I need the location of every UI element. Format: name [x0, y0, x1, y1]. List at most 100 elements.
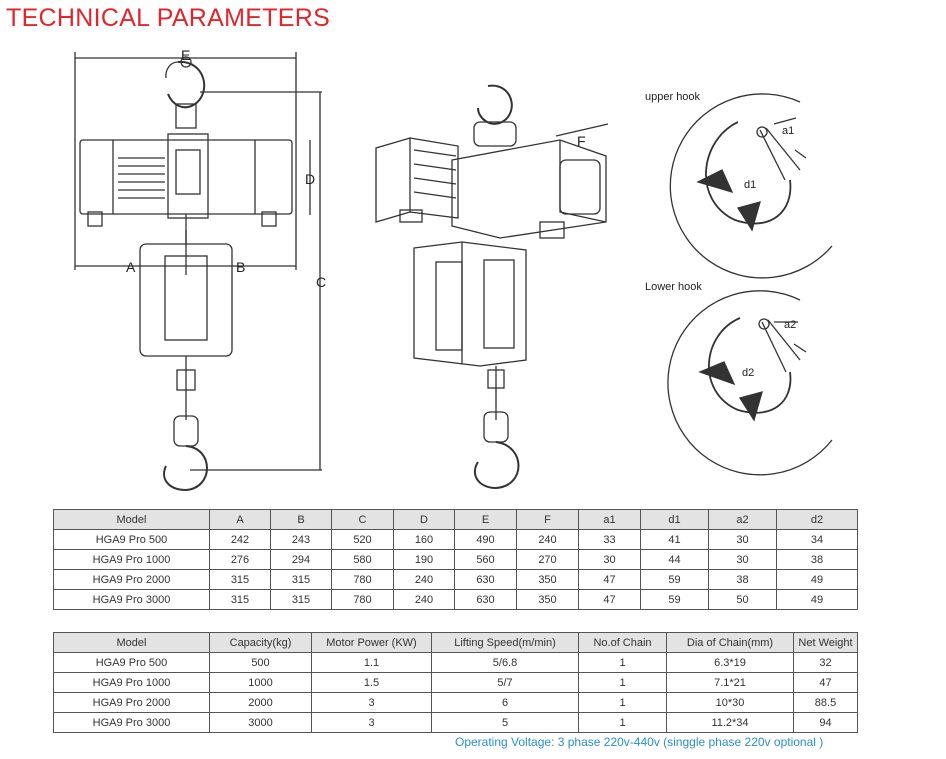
col-header: F [516, 509, 579, 530]
table-row: HGA9 Pro 1000 1000 1.5 5/7 1 7.1*21 47 [53, 672, 858, 693]
table-cell: 1000 [209, 672, 312, 693]
page-title: TECHNICAL PARAMETERS [6, 4, 331, 32]
table-cell: 315 [209, 589, 271, 610]
col-header: a2 [708, 509, 777, 530]
table-cell: HGA9 Pro 2000 [53, 692, 210, 713]
col-header: d2 [776, 509, 858, 530]
table-cell: 350 [516, 569, 579, 590]
col-header: d1 [640, 509, 709, 530]
table-cell: 1 [578, 672, 667, 693]
table-cell: 160 [393, 529, 455, 550]
table-header-row: Model A B C D E F a1 d1 a2 d2 [53, 509, 858, 530]
table-cell: 560 [454, 549, 517, 570]
table-cell: 38 [708, 569, 777, 590]
table-cell: 3 [311, 692, 432, 713]
col-header: E [454, 509, 517, 530]
table-cell: 1.1 [311, 652, 432, 673]
table-cell: 780 [331, 569, 394, 590]
hoist-technical-drawing: E A B C D F upper hook Lower hook a1 d1 … [74, 47, 833, 492]
table-cell: 59 [640, 569, 709, 590]
dim-label-D: D [305, 171, 315, 187]
table-cell: 1 [578, 692, 667, 713]
lower-hook-detail [667, 290, 833, 476]
table-cell: 630 [454, 589, 517, 610]
table-cell: HGA9 Pro 1000 [53, 549, 210, 570]
table-cell: 7.1*21 [666, 672, 794, 693]
table-cell: 6 [431, 692, 579, 713]
table-cell: 315 [270, 569, 332, 590]
col-header: Capacity(kg) [209, 632, 312, 653]
table-cell: 580 [331, 549, 394, 570]
performance-table: Model Capacity(kg) Motor Power (KW) Lift… [53, 632, 858, 733]
col-header: Lifting Speed(m/min) [431, 632, 579, 653]
table-header-row: Model Capacity(kg) Motor Power (KW) Lift… [53, 632, 858, 653]
table-cell: 33 [578, 529, 641, 550]
table-cell: 240 [516, 529, 579, 550]
table-cell: 10*30 [666, 692, 794, 713]
dim-label-d1: d1 [744, 179, 756, 191]
dim-label-a2: a2 [784, 319, 796, 331]
upper-hook-detail [669, 93, 833, 279]
table-cell: 240 [393, 589, 455, 610]
table-cell: 44 [640, 549, 709, 570]
col-header: No.of Chain [578, 632, 667, 653]
table-cell: 30 [708, 549, 777, 570]
table-cell: 1 [578, 712, 667, 733]
table-cell: 5/7 [431, 672, 579, 693]
table-cell: HGA9 Pro 500 [53, 529, 210, 550]
table-cell: 520 [331, 529, 394, 550]
table-cell: 49 [776, 589, 858, 610]
table-cell: 5 [431, 712, 579, 733]
table-cell: 500 [209, 652, 312, 673]
dim-label-A: A [126, 259, 136, 275]
table-cell: 47 [793, 672, 858, 693]
dim-label-a1: a1 [782, 125, 794, 137]
table-cell: 49 [776, 569, 858, 590]
table-cell: 30 [578, 549, 641, 570]
col-header: Model [53, 509, 210, 530]
table-cell: 88.5 [793, 692, 858, 713]
table-row: HGA9 Pro 2000 2000 3 6 1 10*30 88.5 [53, 692, 858, 713]
table-cell: 94 [793, 712, 858, 733]
table-cell: HGA9 Pro 3000 [53, 589, 210, 610]
table-cell: 276 [209, 549, 271, 570]
dim-label-C: C [316, 274, 326, 290]
table-cell: 190 [393, 549, 455, 570]
lower-hook-label: Lower hook [645, 281, 702, 293]
table-cell: HGA9 Pro 3000 [53, 712, 210, 733]
table-cell: 3000 [209, 712, 312, 733]
table-cell: HGA9 Pro 1000 [53, 672, 210, 693]
table-cell: 240 [393, 569, 455, 590]
dim-label-B: B [236, 259, 245, 275]
upper-hook-label: upper hook [645, 91, 701, 103]
table-cell: 294 [270, 549, 332, 570]
perspective-view-hoist [375, 84, 609, 490]
table-cell: 630 [454, 569, 517, 590]
table-cell: 1.5 [311, 672, 432, 693]
table-row: HGA9 Pro 2000 315 315 780 240 630 350 47… [53, 569, 858, 590]
table-cell: 3 [311, 712, 432, 733]
col-header: a1 [578, 509, 641, 530]
table-cell: 59 [640, 589, 709, 610]
col-header: A [209, 509, 271, 530]
table-cell: 5/6.8 [431, 652, 579, 673]
table-cell: 270 [516, 549, 579, 570]
table-cell: HGA9 Pro 500 [53, 652, 210, 673]
table-row: HGA9 Pro 500 500 1.1 5/6.8 1 6.3*19 32 [53, 652, 858, 673]
table-cell: 242 [209, 529, 271, 550]
table-cell: 350 [516, 589, 579, 610]
table-cell: 47 [578, 589, 641, 610]
operating-voltage-note: Operating Voltage: 3 phase 220v-440v (si… [455, 735, 824, 749]
dim-label-d2: d2 [742, 367, 754, 379]
table-cell: HGA9 Pro 2000 [53, 569, 210, 590]
table-cell: 47 [578, 569, 641, 590]
col-header: D [393, 509, 455, 530]
table-row: HGA9 Pro 1000 276 294 580 190 560 270 30… [53, 549, 858, 570]
table-cell: 41 [640, 529, 709, 550]
table-cell: 50 [708, 589, 777, 610]
table-cell: 315 [270, 589, 332, 610]
table-cell: 1 [578, 652, 667, 673]
table-row: HGA9 Pro 3000 3000 3 5 1 11.2*34 94 [53, 712, 858, 733]
table-cell: 490 [454, 529, 517, 550]
dimensions-table: Model A B C D E F a1 d1 a2 d2 HGA9 Pro 5… [53, 509, 858, 610]
